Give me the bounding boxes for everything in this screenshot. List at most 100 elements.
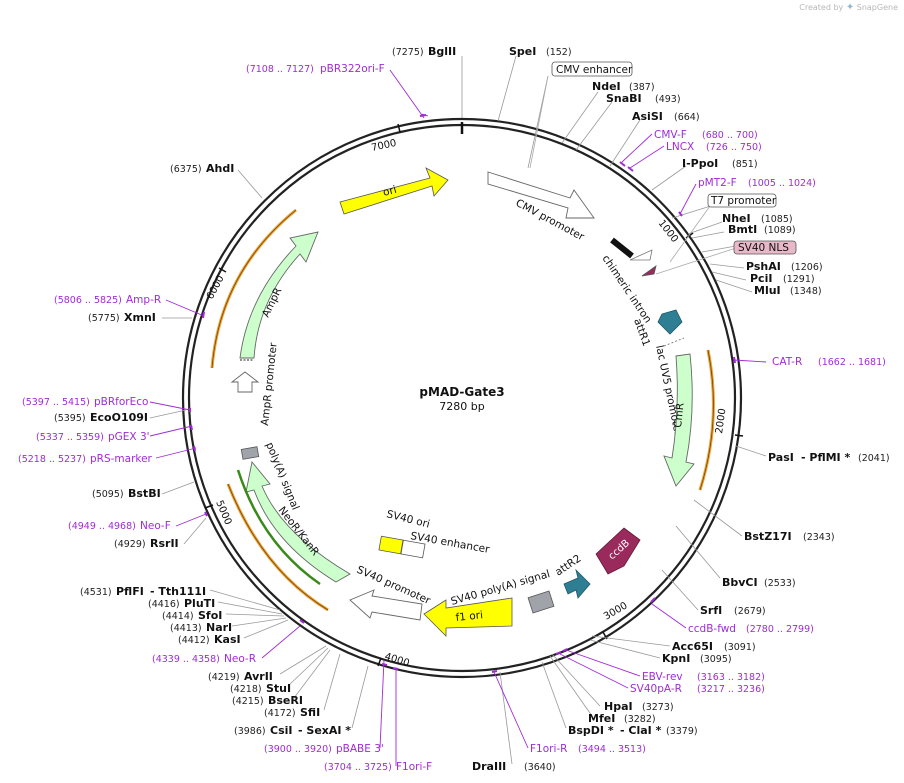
bspDI-name[interactable]: BspDI *	[568, 724, 614, 737]
tick-mark-7000	[397, 123, 401, 133]
f1orir-range: (3494 .. 3513)	[578, 744, 646, 755]
csiI-name[interactable]: CsiI	[270, 724, 292, 737]
neo-orange-track-inner	[227, 483, 329, 611]
ccdbfwd-name[interactable]: ccdB-fwd	[688, 623, 736, 635]
asiSI-pos: (664)	[674, 112, 700, 123]
plasmid-name: pMAD-Gate3	[419, 385, 504, 399]
tick-label-7000: 7000	[370, 138, 397, 154]
f1-ori-arrow[interactable]	[423, 597, 513, 637]
neof-name[interactable]: Neo-F	[140, 520, 171, 532]
catr-range: (1662 .. 1681)	[818, 357, 886, 368]
neor-name[interactable]: Neo-R	[224, 653, 256, 665]
neo-green-track	[236, 469, 321, 586]
rsrII-name[interactable]: RsrII	[150, 537, 179, 550]
kpnI-name[interactable]: KpnI	[662, 652, 690, 665]
chimeric-intron-bar[interactable]	[610, 237, 634, 259]
sfiI-name[interactable]: SfiI	[300, 706, 320, 719]
neor-kanr-arrow[interactable]	[245, 460, 351, 583]
pflFI-name[interactable]: PflFI	[116, 585, 144, 598]
speI-name[interactable]: SpeI	[509, 45, 536, 58]
acc65I-name[interactable]: Acc65I	[672, 640, 713, 653]
f1orir-name[interactable]: F1ori-R	[530, 743, 567, 755]
ahdI-name[interactable]: AhdI	[206, 162, 234, 175]
mluI-name[interactable]: MluI	[754, 284, 781, 297]
snapgene-brand: Created by ✦ SnapGene	[799, 2, 898, 13]
mfeI-name[interactable]: MfeI	[588, 712, 615, 725]
bmtI-name[interactable]: BmtI	[728, 223, 757, 236]
cmvf-name[interactable]: CMV-F	[654, 129, 687, 141]
xmnI-name[interactable]: XmnI	[124, 311, 156, 324]
pbrfor-name[interactable]: pBRforEco	[94, 396, 148, 408]
sexAI-name[interactable]: - SexAI *	[298, 724, 351, 737]
enzyme-labels: (7275) BglII SpeI (152) NdeI (387) SnaBI…	[54, 45, 890, 773]
ampr-feature-arrow[interactable]	[239, 231, 319, 359]
bstZ17I-name[interactable]: BstZ17I	[744, 530, 792, 543]
tick-label-2000: 2000	[714, 408, 728, 435]
ippoI-name[interactable]: I-PpoI	[682, 157, 718, 170]
avrII-name[interactable]: AvrII	[244, 670, 273, 683]
ampr-promoter-arrow[interactable]	[230, 371, 260, 393]
pciI-name[interactable]: PciI	[750, 272, 772, 285]
pbr322-name[interactable]: pBR322ori-F	[320, 63, 385, 75]
f1orif-name[interactable]: F1ori-F	[396, 761, 432, 773]
stuI-pos: (4218)	[230, 684, 262, 695]
attr2-arrow[interactable]	[563, 568, 591, 599]
sv40par-name[interactable]: SV40pA-R	[630, 683, 682, 695]
acc65I-pos: (3091)	[724, 642, 756, 653]
cmv-enhancer-box[interactable]	[551, 61, 633, 77]
f1orif-range: (3704 .. 3725)	[324, 762, 392, 773]
claI-name[interactable]: - ClaI *	[620, 724, 662, 737]
ndeI-name[interactable]: NdeI	[592, 80, 621, 93]
ccdb-feature-arrow[interactable]	[595, 527, 641, 575]
pgex-name[interactable]: pGEX 3'	[108, 431, 150, 443]
tick-label-6000: 6000	[205, 274, 227, 302]
tth111I-name[interactable]: - Tth111I	[150, 585, 206, 598]
stuI-name[interactable]: StuI	[266, 682, 291, 695]
cmr-feature-arrow[interactable]	[663, 353, 695, 487]
pluTI-name[interactable]: PluTI	[184, 597, 215, 610]
bglII-name[interactable]: BglII	[428, 45, 456, 58]
attr1-dotted-mark	[663, 337, 685, 347]
lncx-name[interactable]: LNCX	[666, 141, 694, 153]
snaBI-name[interactable]: SnaBI	[606, 92, 642, 105]
sv40-promoter-arrow[interactable]	[349, 589, 423, 621]
primer-labels: (7108 .. 7127) pBR322ori-F CMV-F (680 ..…	[18, 63, 886, 773]
ampr-primer-name[interactable]: Amp-R	[126, 294, 161, 306]
sv40-enhancer-box[interactable]	[400, 539, 426, 559]
t7-promoter-box[interactable]	[707, 193, 777, 208]
asiSI-name[interactable]: AsiSI	[632, 110, 663, 123]
draIII-name[interactable]: DraIII	[472, 760, 506, 773]
prs-name[interactable]: pRS-marker	[90, 453, 153, 465]
tick-label-5000: 5000	[213, 499, 233, 527]
narI-pos: (4413)	[170, 623, 202, 634]
hpaI-name[interactable]: HpaI	[604, 700, 633, 713]
pshAI-name[interactable]: PshAI	[746, 260, 781, 273]
attr1-arrow[interactable]	[657, 309, 683, 335]
bbvCI-name[interactable]: BbvCI	[722, 576, 758, 589]
nheI-name[interactable]: NheI	[722, 212, 751, 225]
ori-feature-arrow[interactable]	[339, 167, 449, 215]
catr-name[interactable]: CAT-R	[772, 356, 802, 368]
pflMI-name[interactable]: - PflMI *	[801, 451, 850, 464]
bstBI-name[interactable]: BstBI	[128, 487, 161, 500]
avrII-pos: (4219)	[208, 672, 240, 683]
cmvf-range: (680 .. 700)	[702, 130, 758, 141]
ecoO109I-name[interactable]: EcoO109I	[90, 411, 148, 424]
ebvrev-range: (3163 .. 3182)	[697, 672, 765, 683]
srfI-name[interactable]: SrfI	[700, 604, 722, 617]
nheI-pos: (1085)	[761, 214, 793, 225]
sv40-nls-box[interactable]	[733, 240, 797, 255]
cmv-promoter-arrow[interactable]	[487, 171, 595, 219]
polya-box	[240, 446, 260, 460]
narI-name[interactable]: NarI	[206, 621, 232, 634]
ebvrev-name[interactable]: EBV-rev	[642, 671, 683, 683]
pbr322-range: (7108 .. 7127)	[246, 64, 314, 75]
pbabe-name[interactable]: pBABE 3'	[336, 743, 384, 755]
pasI-name[interactable]: PasI	[768, 451, 794, 464]
sv40-ori-box[interactable]	[378, 535, 404, 555]
kasI-name[interactable]: KasI	[214, 633, 241, 646]
pmt2-name[interactable]: pMT2-F	[698, 177, 737, 189]
bseRI-name[interactable]: BseRI	[268, 694, 303, 707]
bseRI-pos: (4215)	[232, 696, 264, 707]
sfoI-name[interactable]: SfoI	[198, 609, 222, 622]
